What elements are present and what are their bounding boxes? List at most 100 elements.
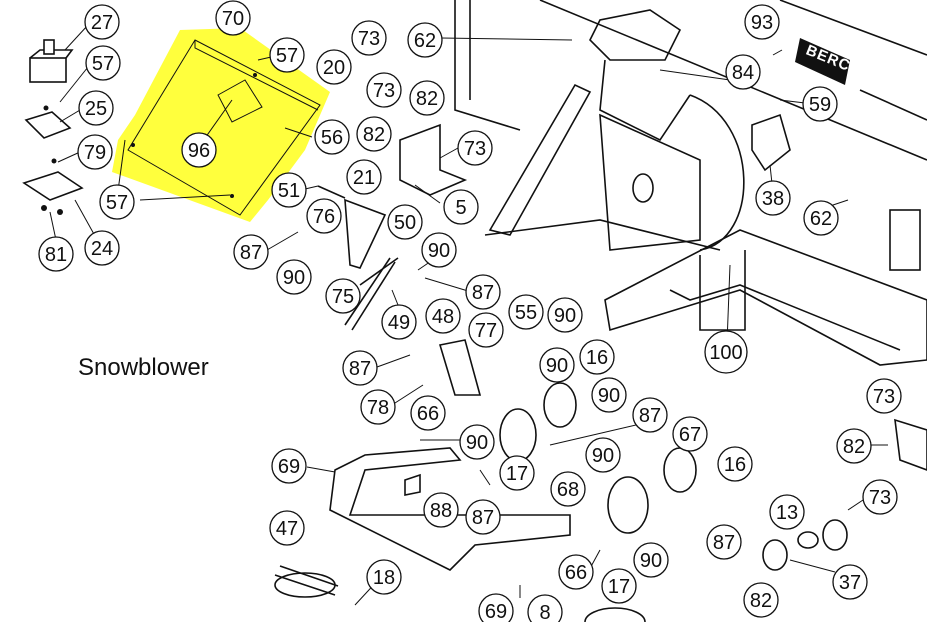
callout-number: 18 xyxy=(373,567,395,589)
callout-number: 27 xyxy=(91,12,113,34)
callout-number: 87 xyxy=(639,405,661,427)
callout-number: 93 xyxy=(751,12,773,34)
callout-number: 51 xyxy=(278,180,300,202)
callout-77: 77 xyxy=(468,312,504,348)
callout-16: 16 xyxy=(717,446,753,482)
callout-48: 48 xyxy=(425,298,461,334)
callout-90: 90 xyxy=(591,377,627,413)
callout-number: 90 xyxy=(592,445,614,467)
callout-82: 82 xyxy=(743,582,779,618)
callout-number: 90 xyxy=(428,240,450,262)
callout-number: 90 xyxy=(640,550,662,572)
callout-59: 59 xyxy=(802,86,838,122)
callout-number: 21 xyxy=(353,167,375,189)
callout-90: 90 xyxy=(459,424,495,460)
callout-number: 73 xyxy=(873,386,895,408)
callout-78: 78 xyxy=(360,389,396,425)
callout-55: 55 xyxy=(508,294,544,330)
callout-number: 66 xyxy=(417,403,439,425)
callout-90: 90 xyxy=(585,437,621,473)
callout-96: 96 xyxy=(181,132,217,168)
callout-number: 96 xyxy=(188,140,210,162)
callout-number: 25 xyxy=(85,98,107,120)
callout-75: 75 xyxy=(325,278,361,314)
callout-number: 79 xyxy=(84,142,106,164)
callout-number: 88 xyxy=(430,500,452,522)
callout-number: 24 xyxy=(91,238,113,260)
brand-plate: BERCO xyxy=(795,38,865,85)
callout-number: 49 xyxy=(388,312,410,334)
callout-number: 81 xyxy=(45,244,67,266)
callout-51: 51 xyxy=(271,172,307,208)
callout-81: 81 xyxy=(38,236,74,272)
callout-17: 17 xyxy=(601,568,637,604)
callout-69: 69 xyxy=(478,593,514,622)
callout-number: 69 xyxy=(485,601,507,622)
callout-number: 84 xyxy=(732,62,754,84)
callout-20: 20 xyxy=(316,49,352,85)
callout-number: 82 xyxy=(363,124,385,146)
callout-73: 73 xyxy=(366,72,402,108)
callout-100: 100 xyxy=(704,330,748,374)
callout-number: 66 xyxy=(565,562,587,584)
callout-number: 13 xyxy=(776,502,798,524)
callout-13: 13 xyxy=(769,494,805,530)
callout-87: 87 xyxy=(465,499,501,535)
callout-number: 82 xyxy=(843,436,865,458)
callout-number: 48 xyxy=(432,306,454,328)
callout-number: 73 xyxy=(464,138,486,160)
callout-number: 38 xyxy=(762,188,784,210)
callout-number: 100 xyxy=(709,342,742,364)
callout-88: 88 xyxy=(423,492,459,528)
callout-70: 70 xyxy=(215,0,251,36)
callout-number: 73 xyxy=(869,487,891,509)
callout-82: 82 xyxy=(409,80,445,116)
callout-number: 82 xyxy=(416,88,438,110)
callout-87: 87 xyxy=(706,524,742,560)
callout-number: 69 xyxy=(278,456,300,478)
callout-number: 87 xyxy=(240,242,262,264)
callout-number: 5 xyxy=(455,197,466,219)
callout-number: 67 xyxy=(679,424,701,446)
callout-number: 90 xyxy=(283,267,305,289)
callout-number: 50 xyxy=(394,212,416,234)
callout-90: 90 xyxy=(539,347,575,383)
callout-17: 17 xyxy=(499,455,535,491)
callout-number: 59 xyxy=(809,94,831,116)
callout-number: 16 xyxy=(586,347,608,369)
callout-73: 73 xyxy=(351,20,387,56)
callout-38: 38 xyxy=(755,180,791,216)
callout-number: 16 xyxy=(724,454,746,476)
callout-number: 87 xyxy=(349,358,371,380)
callout-number: 47 xyxy=(276,518,298,540)
callout-number: 62 xyxy=(414,30,436,52)
callout-84: 84 xyxy=(725,54,761,90)
callout-number: 55 xyxy=(515,302,537,324)
highlight-marker xyxy=(112,28,330,222)
callout-number: 78 xyxy=(367,397,389,419)
callout-47: 47 xyxy=(269,510,305,546)
callout-number: 68 xyxy=(557,479,579,501)
callout-24: 24 xyxy=(84,230,120,266)
callout-68: 68 xyxy=(550,471,586,507)
callout-number: 73 xyxy=(358,28,380,50)
callout-number: 57 xyxy=(106,192,128,214)
diagram-heading: Snowblower xyxy=(78,354,209,381)
callout-number: 70 xyxy=(222,8,244,30)
callout-37: 37 xyxy=(832,564,868,600)
callout-number: 75 xyxy=(332,286,354,308)
callout-number: 90 xyxy=(546,355,568,377)
callout-number: 62 xyxy=(810,208,832,230)
callout-18: 18 xyxy=(366,559,402,595)
callout-66: 66 xyxy=(558,554,594,590)
callout-number: 90 xyxy=(554,305,576,327)
callout-27: 27 xyxy=(84,4,120,40)
callout-21: 21 xyxy=(346,159,382,195)
linkage-parts xyxy=(274,113,927,622)
callout-number: 57 xyxy=(276,45,298,67)
callout-62: 62 xyxy=(803,200,839,236)
callout-number: 76 xyxy=(313,206,335,228)
callout-16: 16 xyxy=(579,339,615,375)
